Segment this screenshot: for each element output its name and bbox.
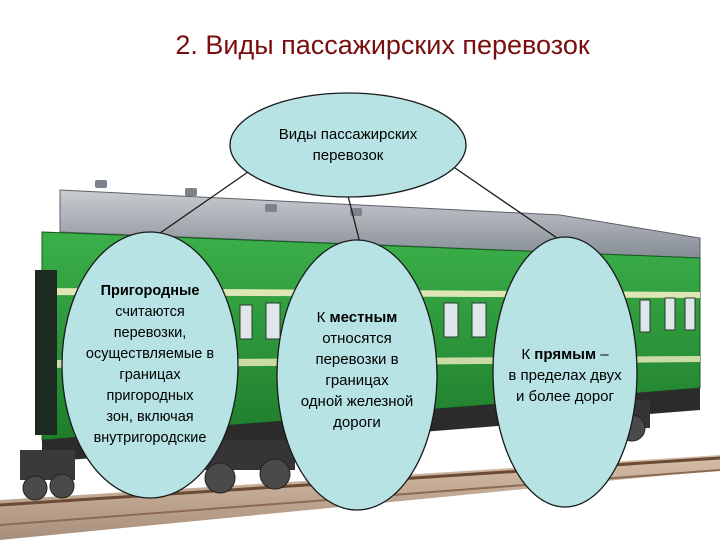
suburban-line-7: внутригородские <box>93 430 207 446</box>
car-end-door <box>35 270 57 435</box>
slide-title: 2. Виды пассажирских перевозок <box>175 30 590 60</box>
connector-direct <box>454 167 561 241</box>
suburban-line-3: осуществляемые в <box>85 346 215 362</box>
suburban-line-5: пригородных <box>106 388 194 404</box>
root-node-text: Виды пассажирских перевозок <box>240 100 456 190</box>
suburban-line-4: границах <box>119 367 181 383</box>
local-line-5: дороги <box>333 414 381 431</box>
direct-suffix: – <box>596 345 609 363</box>
car-roof <box>59 189 701 259</box>
direct-node-text: К прямым – в пределах двух и более дорог <box>493 340 637 410</box>
local-node-text: К местным относятся перевозки в границах… <box>280 305 434 435</box>
car-windows <box>239 297 696 340</box>
suburban-line-2: перевозки, <box>113 325 187 341</box>
local-line-4: одной железной <box>300 393 414 410</box>
local-line-3: границах <box>325 372 389 389</box>
direct-ellipse <box>492 236 638 508</box>
suburban-line-6: зон, включая <box>106 409 194 425</box>
direct-heading-line: К прямым – <box>521 344 608 365</box>
suburban-ellipse <box>61 231 239 499</box>
root-ellipse <box>229 92 467 198</box>
local-line-1: относятся <box>322 330 392 347</box>
root-line-2: перевозок <box>312 147 384 164</box>
direct-line-1: в пределах двух <box>508 366 622 384</box>
direct-line-2: и более дорог <box>515 387 614 405</box>
local-heading: местным <box>329 309 398 326</box>
suburban-line-1: считаются <box>115 304 185 320</box>
local-prefix: К <box>316 309 330 326</box>
suburban-node-text: Пригородные считаются перевозки, осущест… <box>62 280 238 450</box>
connector-lines <box>149 167 561 244</box>
root-line-1: Виды пассажирских <box>278 126 418 143</box>
direct-prefix: К <box>521 345 535 363</box>
local-heading-line: К местным <box>317 307 398 328</box>
connector-local <box>347 195 361 244</box>
direct-heading: прямым <box>534 345 597 363</box>
local-ellipse <box>276 239 438 511</box>
connector-suburban <box>149 171 249 241</box>
local-line-2: перевозки в <box>315 351 399 368</box>
suburban-heading: Пригородные <box>100 283 200 299</box>
